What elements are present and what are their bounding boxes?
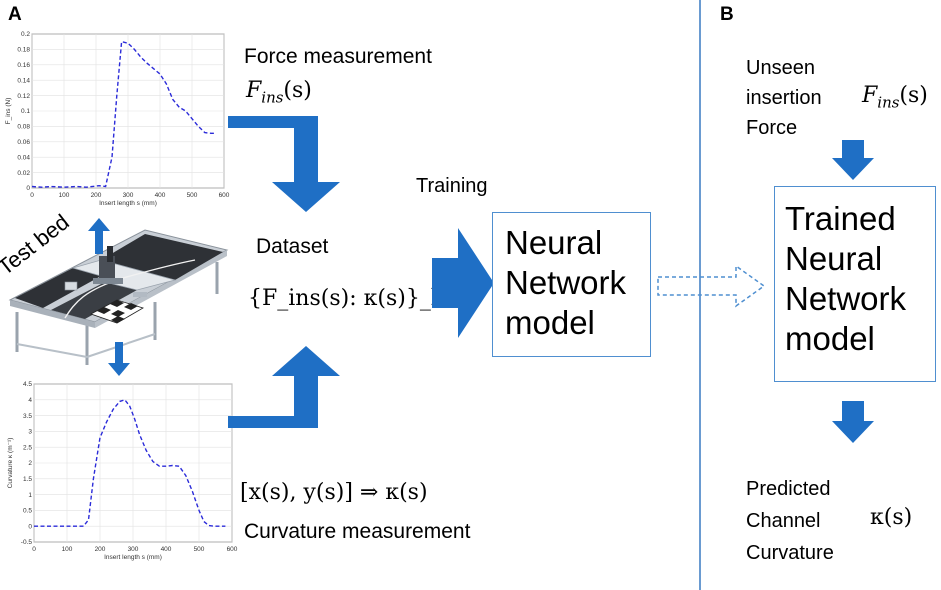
curvature-chart-series-line: [34, 398, 226, 527]
unseen-force-arg: (s): [899, 83, 928, 108]
force-chart-xtick-label: 300: [123, 192, 134, 199]
down-arrow-to-prediction: [832, 401, 874, 443]
curvature-chart-xtick-label: 100: [62, 546, 73, 553]
force-chart-xtick-label: 100: [59, 192, 70, 199]
force-chart-ytick-label: 0.18: [17, 47, 30, 54]
up-arrow-to-force: [88, 218, 110, 254]
curvature-chart-xtick-label: 300: [128, 546, 139, 553]
curvature-chart-ytick-label: 3: [28, 429, 32, 436]
unseen-force-sub: ins: [877, 93, 900, 112]
model-box-line: Neural: [505, 224, 603, 261]
curvature-chart-xtick-label: 0: [32, 546, 36, 553]
predicted-channel-curvature-label: Predicted Channel Curvature: [746, 473, 834, 569]
trained-box-line: Trained: [785, 200, 896, 237]
curvature-chart-ytick-label: 0.5: [23, 508, 32, 515]
dataset-label: Dataset: [256, 235, 329, 258]
curvature-chart-ytick-label: 4.5: [23, 381, 32, 388]
unseen-force-main: F: [862, 83, 878, 108]
down-arrow-to-trained-model: [832, 140, 874, 180]
force-chart-ytick-label: 0.06: [17, 139, 30, 146]
force-measurement-label: Force measurement: [244, 45, 432, 68]
force-chart-xtick-label: 400: [155, 192, 166, 199]
unseen-insertion-force-label: Unseen insertion Force: [746, 53, 822, 143]
predicted-line: Channel: [746, 510, 821, 532]
curvature-chart-ylabel: Curvature κ (m⁻¹): [7, 438, 14, 489]
force-symbol-sub: ins: [261, 88, 284, 107]
curvature-chart-ytick-label: 1: [28, 492, 32, 499]
training-arrow: [432, 228, 494, 338]
force-chart-ytick-label: 0.12: [17, 93, 30, 100]
force-chart-xtick-label: 200: [91, 192, 102, 199]
force-symbol-arg: (s): [283, 78, 312, 103]
trained-box-line: Neural: [785, 240, 883, 277]
force-chart-ytick-label: 0.14: [17, 77, 30, 84]
curvature-formula: [x(s), y(s)] ⇒ κ(s): [240, 480, 428, 505]
curvature-measurement-label: Curvature measurement: [244, 520, 471, 543]
panel-label-b: B: [720, 4, 734, 25]
force-chart-xtick-label: 600: [219, 192, 230, 199]
force-chart-ytick-label: 0: [26, 185, 30, 192]
force-chart-xtick-label: 500: [187, 192, 198, 199]
transfer-arrow: [657, 264, 766, 308]
force-chart-series-line: [31, 40, 216, 188]
dataset-formula: {F_ins(s): κ(s)}_k: [248, 286, 445, 311]
force-to-dataset-arrow: [228, 116, 340, 212]
curvature-chart-ytick-label: 4: [28, 397, 32, 404]
curvature-chart-xlabel: Insert length s (mm): [104, 554, 162, 561]
trained-box-line: Network: [785, 280, 907, 317]
unseen-line: Force: [746, 117, 798, 139]
force-chart-ylabel: F_ins (N): [5, 98, 12, 125]
training-label: Training: [416, 175, 488, 197]
force-chart-xlabel: Insert length s (mm): [99, 200, 157, 207]
curvature-chart-xtick-label: 500: [194, 546, 205, 553]
curvature-chart-xtick-label: 600: [227, 546, 238, 553]
force-chart-ytick-label: 0.02: [17, 170, 30, 177]
neural-network-model-box: Neural Network model: [492, 212, 651, 357]
force-chart-ytick-label: 0.2: [21, 31, 30, 38]
curvature-chart-xtick-label: 200: [95, 546, 106, 553]
force-chart-xtick-label: 0: [30, 192, 34, 199]
force-chart-ytick-label: 0.1: [21, 108, 30, 115]
model-box-line: model: [505, 304, 595, 341]
force-symbol-main: F: [246, 78, 262, 103]
curvature-chart-ytick-label: 2.5: [23, 444, 32, 451]
curvature-chart-ytick-label: -0.5: [21, 539, 33, 546]
curvature-chart-ytick-label: 3.5: [23, 413, 32, 420]
curvature-chart-ytick-label: 1.5: [23, 476, 32, 483]
trained-box-line: model: [785, 320, 875, 357]
force-chart-ytick-label: 0.16: [17, 62, 30, 69]
force-symbol: Fins(s): [246, 78, 312, 106]
unseen-line: insertion: [746, 87, 822, 109]
unseen-line: Unseen: [746, 57, 815, 79]
test-bed-illustration: [8, 229, 229, 365]
panel-label-a: A: [8, 4, 22, 25]
force-chart-ytick-label: 0.04: [17, 154, 30, 161]
unseen-force-symbol: Fins(s): [862, 83, 928, 111]
force-chart: 0 100 200 300 400 500 600 0 0.02 0.04 0.06 0.08 0.1 0…: [5, 31, 230, 207]
model-box-line: Network: [505, 264, 627, 301]
trained-model-box: Trained Neural Network model: [774, 186, 936, 382]
down-arrow-to-curvature: [108, 342, 130, 376]
curvature-chart-xtick-label: 400: [161, 546, 172, 553]
kappa-symbol: κ(s): [870, 505, 913, 530]
force-chart-ytick-label: 0.08: [17, 124, 30, 131]
predicted-line: Curvature: [746, 542, 834, 564]
curvature-to-dataset-arrow: [228, 346, 340, 428]
predicted-line: Predicted: [746, 478, 831, 500]
curvature-chart-ytick-label: 2: [28, 460, 32, 467]
curvature-chart-ytick-label: 0: [28, 523, 32, 530]
